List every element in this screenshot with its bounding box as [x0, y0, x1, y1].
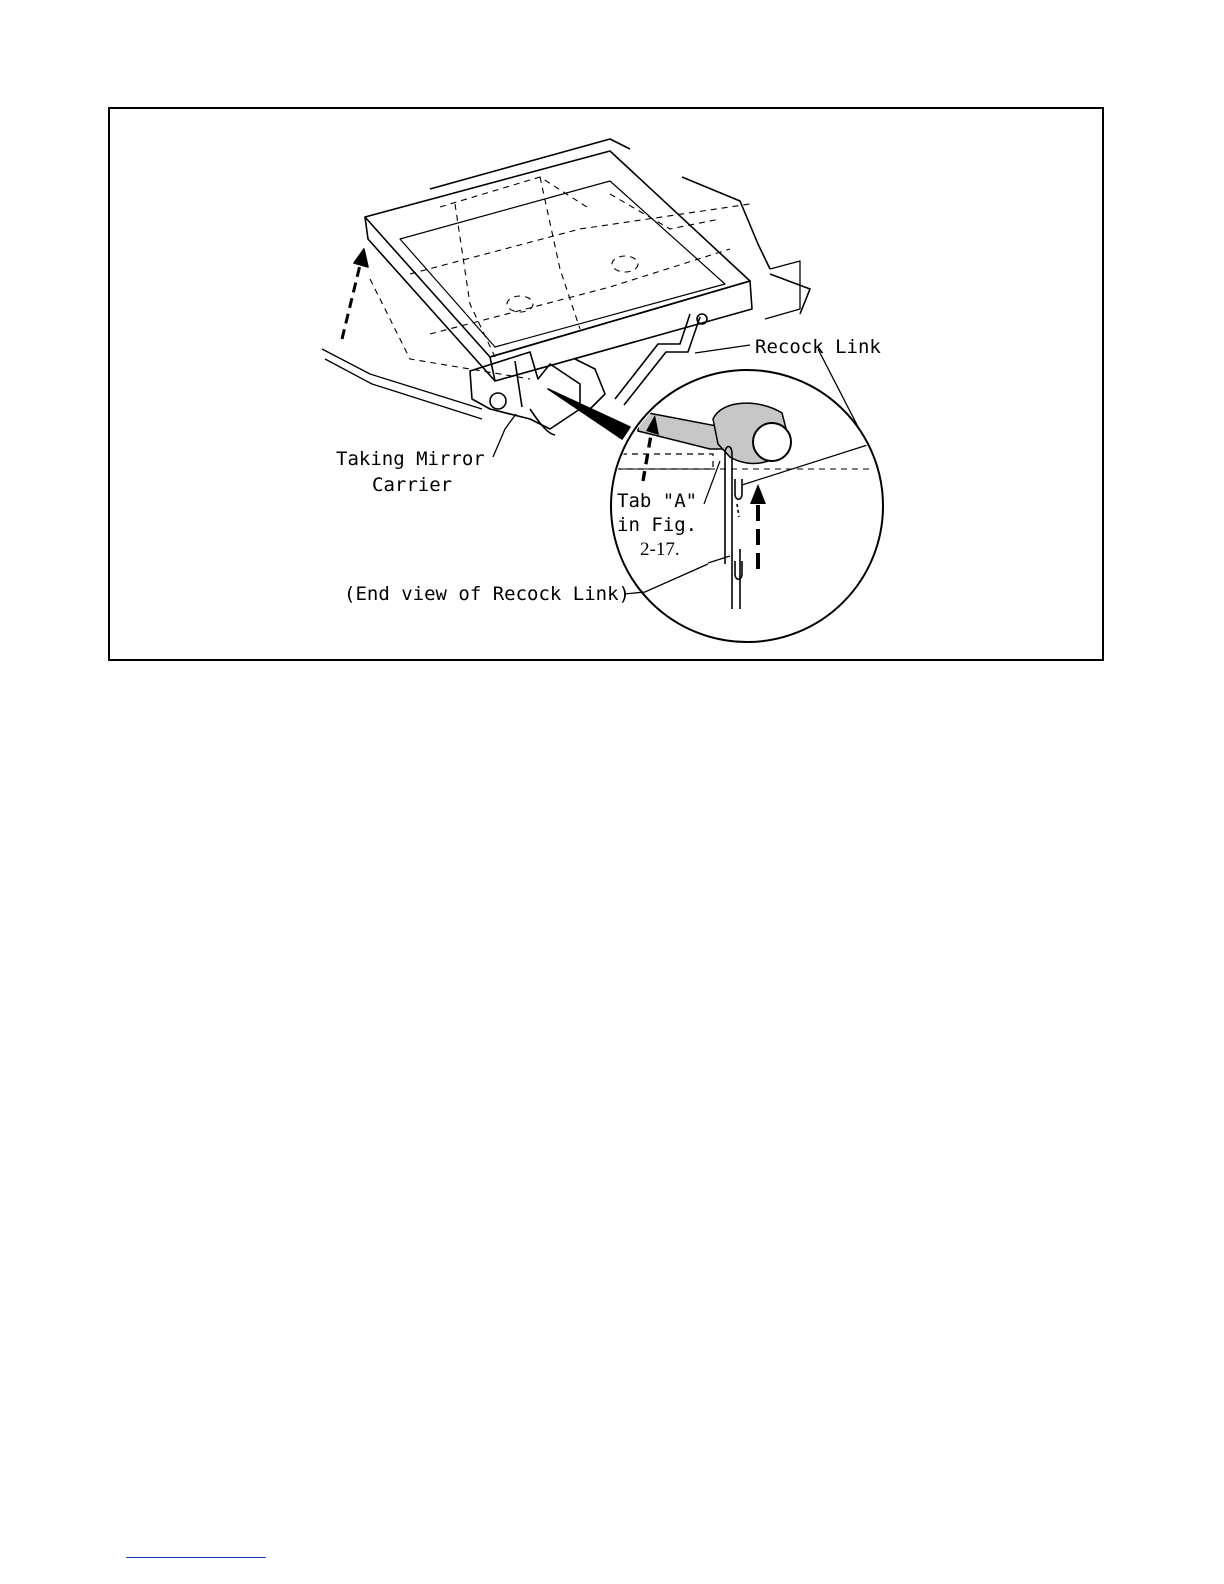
recock-link-label: Recock Link	[755, 336, 881, 358]
footer-rule	[126, 1557, 266, 1558]
pivot-hole	[753, 423, 791, 461]
tab-a-label-line3: 2-17.	[640, 539, 680, 560]
taking-mirror-label-line2: Carrier	[372, 474, 452, 496]
tab-a-label-line1: Tab "A"	[617, 490, 697, 512]
taking-mirror-label-line1: Taking Mirror	[336, 448, 485, 470]
recock-link-diagram: Recock Link Taking Mirror Carrier Tab "A…	[110, 109, 1106, 663]
end-view-label: (End view of Recock Link)	[344, 583, 630, 605]
tab-a-label-line2: in Fig.	[617, 514, 697, 536]
figure-frame: Recock Link Taking Mirror Carrier Tab "A…	[108, 107, 1104, 661]
